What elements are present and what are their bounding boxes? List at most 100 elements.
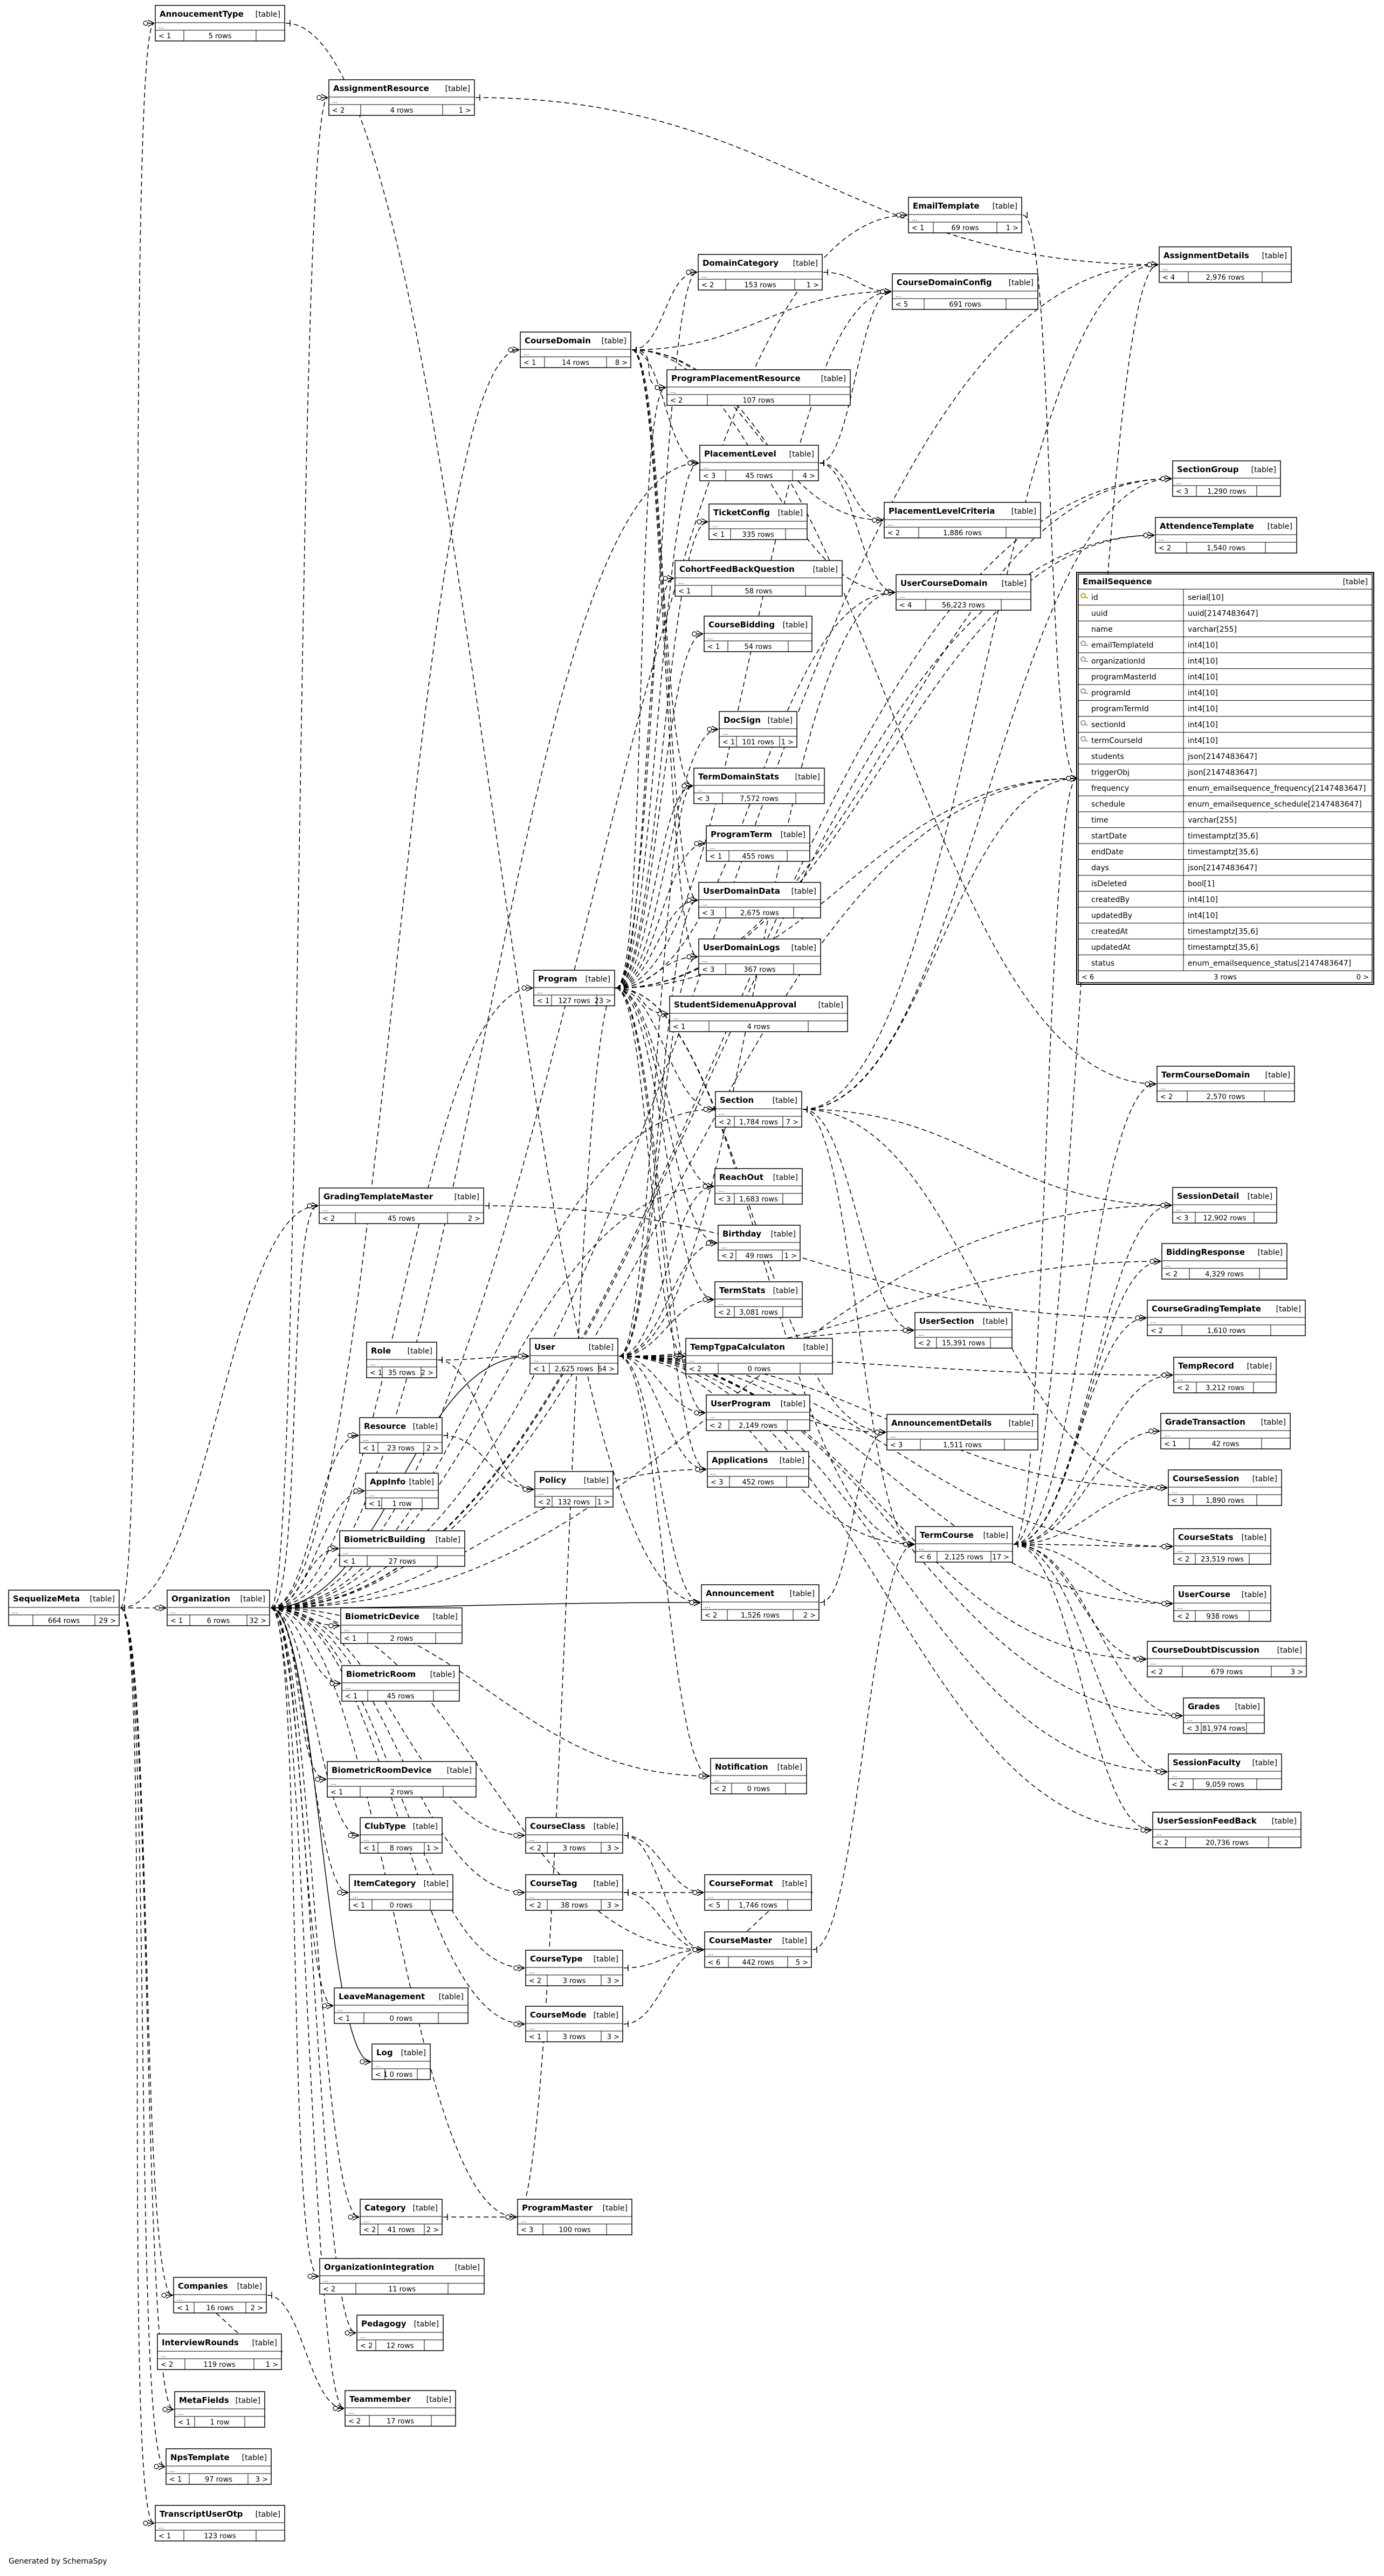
row-count: 455 rows [742,853,774,861]
crows-foot-marker [1160,475,1172,482]
column-type: uuid[2147483647] [1188,610,1258,618]
column-type: timestamptz[35,6] [1188,928,1258,936]
child-count: 7 > [786,1118,798,1127]
table-name: Birthday [722,1229,761,1239]
foreign-key-icon [1080,640,1088,646]
parent-count: < 2 [714,1785,726,1793]
crows-foot-marker [687,459,699,467]
table-name: PlacementLevel [704,449,776,459]
parent-count: < 2 [348,2418,361,2426]
table-tag: [table] [1268,522,1292,531]
table-box [525,1817,623,1854]
column-type: enum_emailsequence_status[2147483647] [1188,959,1351,968]
table-tag: [table] [236,2397,260,2405]
crows-foot-marker [337,1889,349,1896]
table-name: BiometricRoomDevice [332,1765,432,1775]
child-count: 1 > [781,738,794,747]
table-tag: [table] [771,1230,796,1239]
table-box [166,2448,272,2485]
